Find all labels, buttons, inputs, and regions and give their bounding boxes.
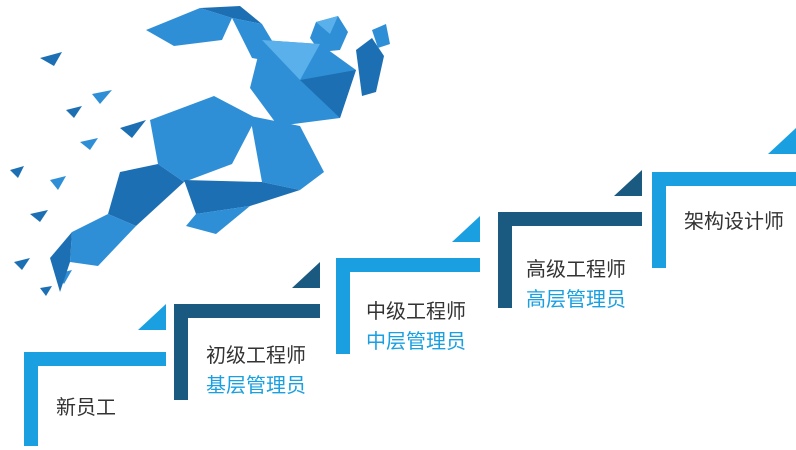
step-5-corner-triangle xyxy=(768,128,796,154)
step-3-label: 中级工程师 中层管理员 xyxy=(366,296,466,356)
step-1-label: 新员工 xyxy=(56,392,116,422)
step-4-title: 高级工程师 xyxy=(526,257,626,281)
particle-shard xyxy=(30,210,48,222)
particle-shard xyxy=(50,176,66,190)
step-1-title: 新员工 xyxy=(56,395,116,419)
step-1-bracket xyxy=(24,304,166,446)
step-2-bracket xyxy=(174,262,320,400)
step-4-subtitle: 高层管理员 xyxy=(526,287,626,311)
particle-shard xyxy=(80,138,98,150)
particle-shard xyxy=(92,90,112,104)
step-2-corner-triangle xyxy=(292,262,320,288)
step-3-bracket xyxy=(336,216,480,354)
step-5-title: 架构设计师 xyxy=(684,209,784,233)
step-1-corner-triangle xyxy=(138,304,166,330)
particle-shard xyxy=(66,106,82,118)
step-3-title: 中级工程师 xyxy=(366,299,466,323)
step-4-bracket xyxy=(498,170,642,308)
step-5-bracket xyxy=(652,128,796,268)
runner-icon xyxy=(10,6,390,296)
particle-shard xyxy=(40,286,52,296)
particle-shard xyxy=(120,120,146,138)
step-4-label: 高级工程师 高层管理员 xyxy=(526,254,626,314)
step-2-subtitle: 基层管理员 xyxy=(206,373,306,397)
particle-shard xyxy=(10,166,24,178)
step-2-label: 初级工程师 基层管理员 xyxy=(206,340,306,400)
step-5-label: 架构设计师 xyxy=(684,206,784,236)
particle-shard xyxy=(14,258,30,270)
step-2-title: 初级工程师 xyxy=(206,343,306,367)
particle-shard xyxy=(40,52,62,66)
step-3-corner-triangle xyxy=(452,216,480,242)
step-4-corner-triangle xyxy=(614,170,642,196)
step-3-subtitle: 中层管理员 xyxy=(366,329,466,353)
